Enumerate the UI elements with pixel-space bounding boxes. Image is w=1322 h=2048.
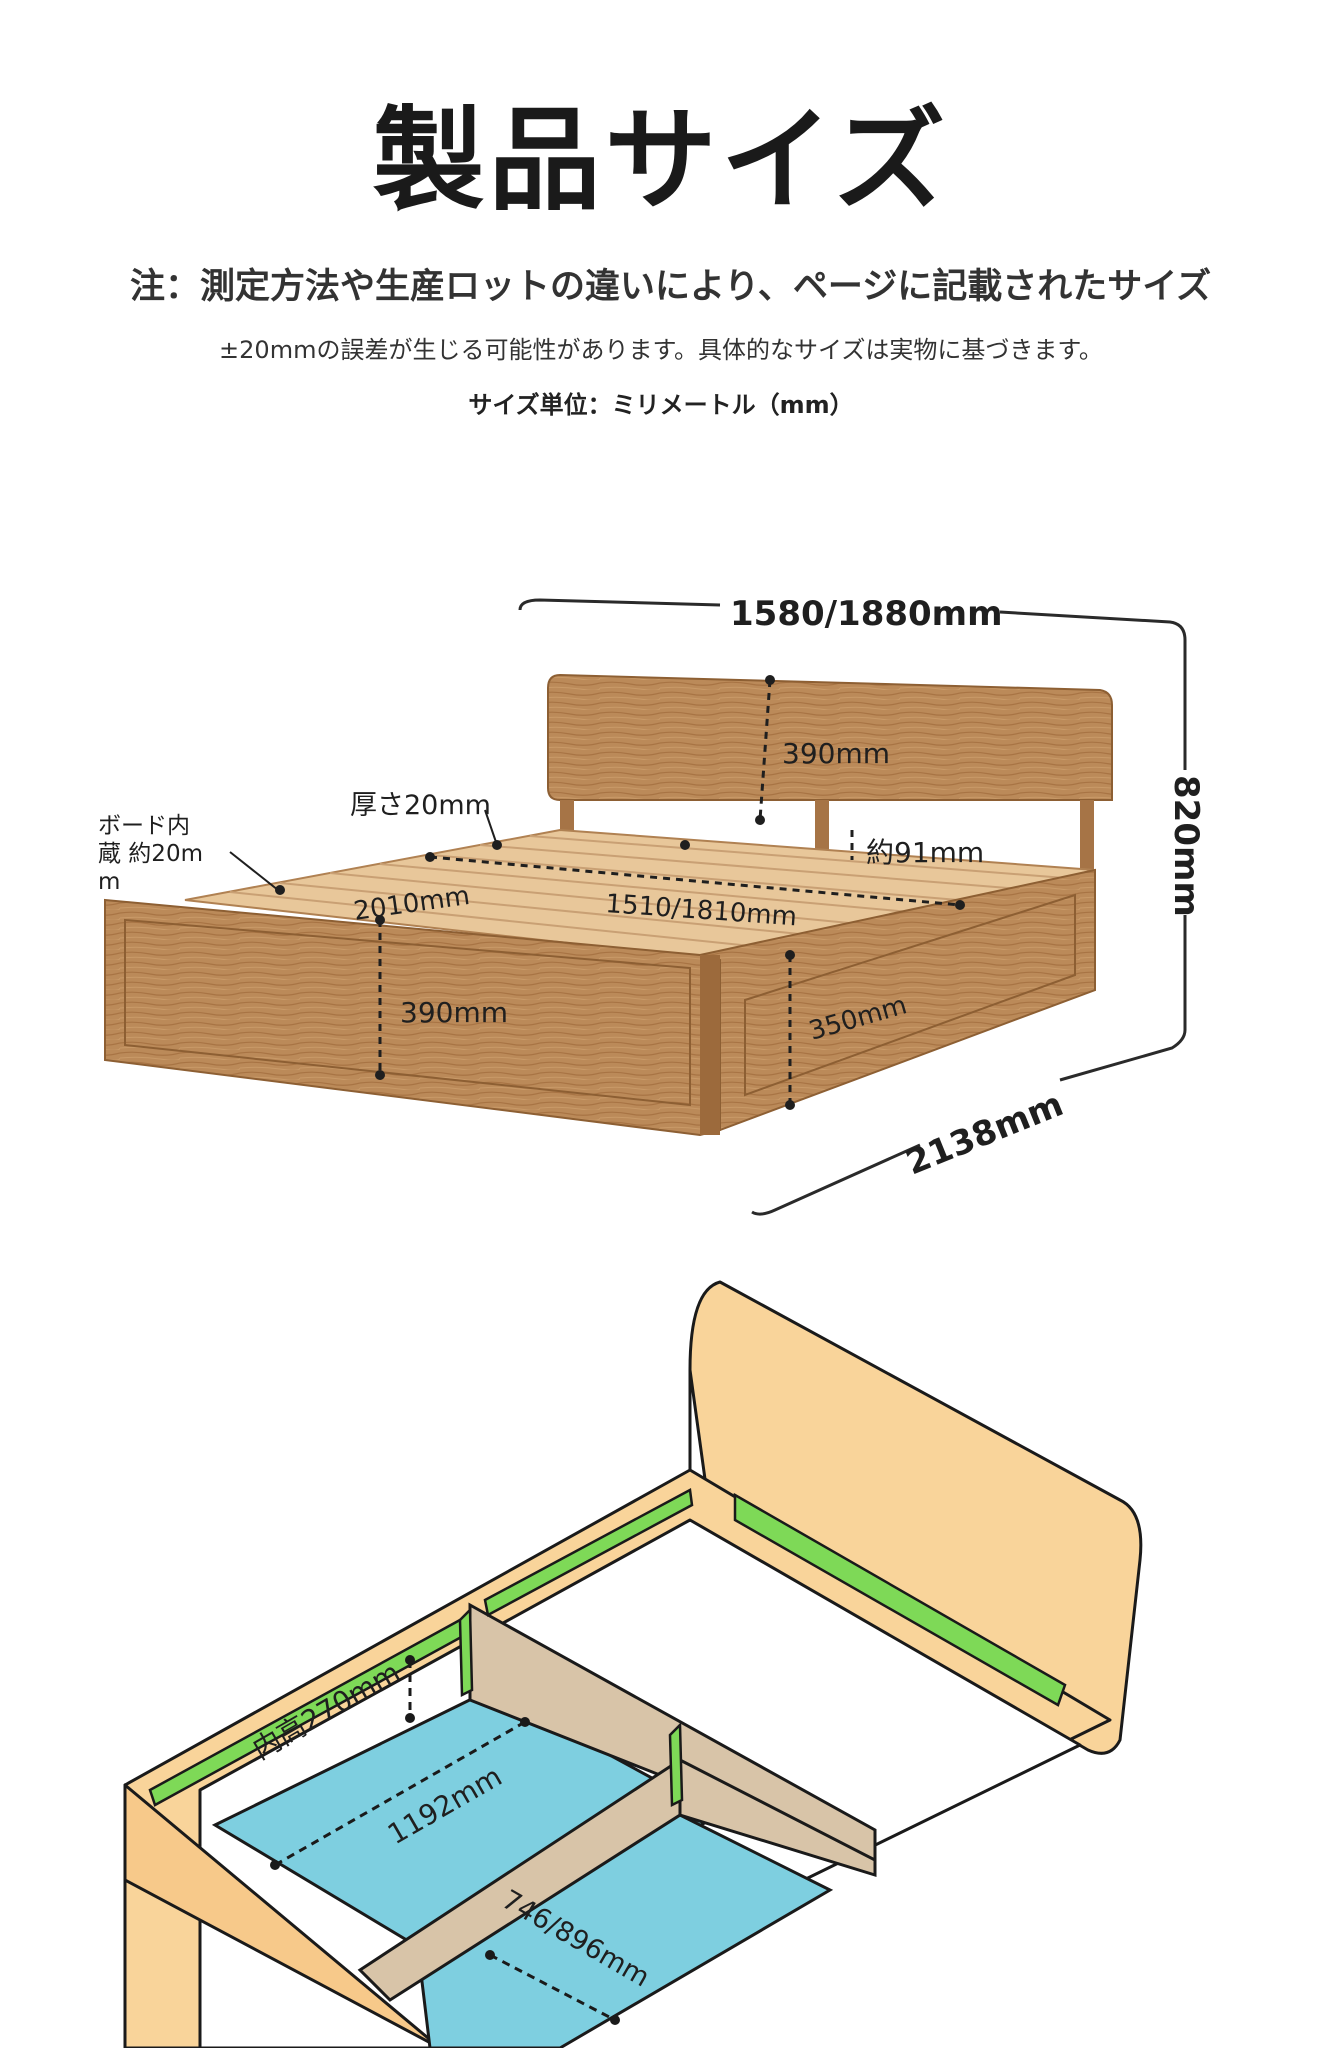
tolerance-note: ±20mmの誤差が生じる可能性があります。具体的なサイズは実物に基づきます。 xyxy=(219,336,1103,364)
unit-note: サイズ単位：ミリメートル（mm） xyxy=(468,391,854,419)
board-inside-label-3: m xyxy=(98,869,120,895)
footboard xyxy=(104,898,721,1137)
diagram-headboard xyxy=(688,1280,1143,1755)
slat-supports xyxy=(148,1488,1067,1807)
footboard-height-label: 390mm xyxy=(400,996,508,1029)
board-inside-label-1: ボード内 xyxy=(98,813,190,839)
headboard-height-label: 390mm xyxy=(782,737,890,770)
height-label: 820mm xyxy=(1166,775,1206,917)
dimension-dots xyxy=(275,675,965,1110)
board-inside-label-2: 蔵 約20m xyxy=(98,841,203,867)
headboard xyxy=(547,673,1113,880)
inner-dimension-dashes xyxy=(378,679,961,1105)
clearance-label: 約91mm xyxy=(866,836,984,869)
measurement-note: 注：測定方法や生産ロットの違いにより、ページに記載されたサイズ xyxy=(130,267,1212,307)
board-thickness-label: 厚さ20mm xyxy=(350,790,491,821)
dimension-lines xyxy=(518,598,1187,1216)
storage-dimension-dashes xyxy=(274,1660,616,2022)
width-label: 1580/1880mm xyxy=(730,594,1003,634)
page-title: 製品サイズ xyxy=(372,96,950,226)
